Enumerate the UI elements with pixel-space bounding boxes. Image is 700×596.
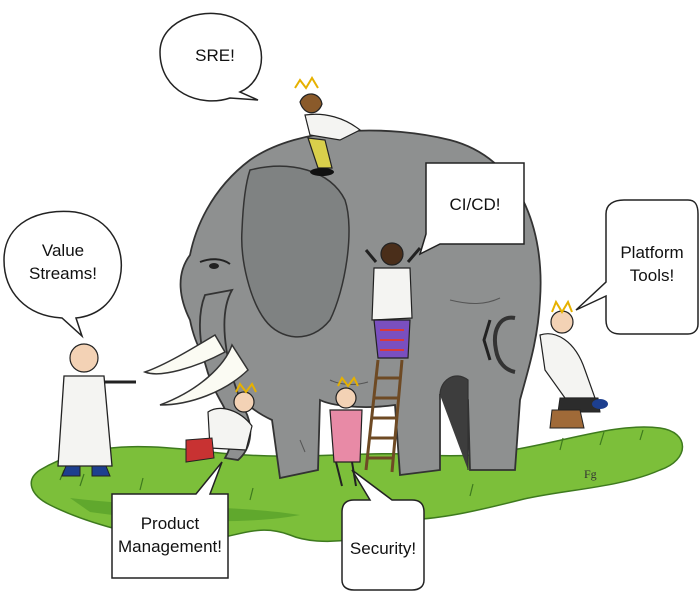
bubble-text-product-management: Product Management! — [118, 514, 222, 556]
figure-value-streams — [57, 343, 136, 477]
speech-bubble-value-streams — [3, 210, 123, 339]
speech-bubble-platform-tools — [575, 199, 699, 335]
bubble-text-sre: SRE! — [195, 45, 235, 65]
bubble-text-cicd: CI/CD! — [449, 194, 501, 214]
figure-cicd-on-ladder — [364, 242, 422, 359]
bubble-text-security: Security! — [349, 538, 417, 558]
speech-bubble-sre — [159, 12, 263, 102]
figure-sre-on-back — [294, 76, 362, 176]
ladder — [364, 359, 404, 473]
figure-product-management — [185, 382, 257, 463]
speech-bubble-product-management — [111, 461, 229, 579]
artist-signature: Fg — [584, 467, 597, 481]
speech-bubble-security — [341, 469, 425, 591]
speech-bubble-cicd — [418, 162, 525, 256]
figure-security — [329, 376, 363, 487]
bubble-text-platform-tools: Platform Tools! — [620, 243, 684, 285]
figure-platform-tools-at-tail — [539, 299, 608, 429]
bubble-text-value-streams: Value Streams! — [28, 241, 98, 283]
